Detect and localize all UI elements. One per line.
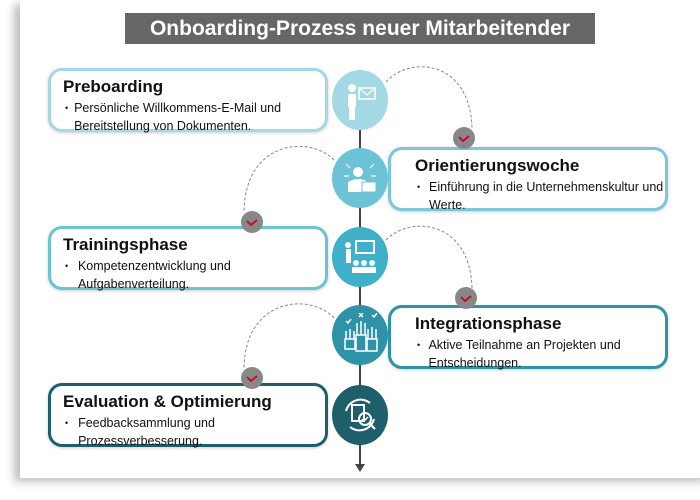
employee-briefcase-icon — [332, 148, 388, 208]
step-bullet: •Einführung in die Unternehmenskultur un… — [417, 180, 664, 212]
step-bullet: •Aktive Teilnahme an Projekten und Entsc… — [417, 336, 665, 372]
step-card: Preboarding •Persönliche Willkommens-E-Ma… — [48, 68, 328, 135]
document-review-cycle-icon — [332, 385, 388, 445]
step-card: Evaluation & Optimierung •Feedbacksammlun… — [48, 383, 328, 450]
page-title: Onboarding-Prozess neuer Mitarbeitender — [125, 13, 595, 44]
checkmark-icon — [453, 127, 475, 149]
step-card: Integrationsphase •Aktive Teilnahme an Pr… — [388, 305, 668, 372]
step-bullet: •Kompetenzentwicklung und Aufgabenvertei… — [65, 257, 325, 293]
person-mail-icon — [332, 70, 388, 130]
checkmark-icon — [455, 287, 477, 309]
step-text: Aktive Teilnahme an Projekten und Entsch… — [428, 338, 621, 370]
step-title: Evaluation & Optimierung — [63, 392, 272, 411]
step-title: Trainingsphase — [63, 235, 188, 254]
step-title: Integrationsphase — [415, 314, 562, 333]
step-title: Orientierungswoche — [415, 156, 580, 175]
step-text: Feedbacksammlung und Prozessverbesserung… — [78, 416, 215, 448]
step-text: Kompetenzentwicklung und Aufgabenverteil… — [77, 259, 231, 291]
step-bullet: •Feedbacksammlung und Prozessverbesserun… — [65, 414, 325, 450]
step-text: Einführung in die Unternehmenskultur und… — [429, 180, 664, 212]
step-card: Orientierungswoche •Einführung in die Unt… — [388, 147, 668, 212]
step-bullet: •Persönliche Willkommens-E-Mail und Bere… — [65, 99, 325, 135]
step-card: Trainingsphase •Kompetenzentwicklung und … — [48, 226, 328, 293]
raised-hands-vote-icon — [332, 305, 388, 365]
checkmark-icon — [241, 211, 263, 233]
training-presentation-icon — [332, 227, 388, 287]
step-title: Preboarding — [63, 77, 164, 96]
arrow-down-icon — [355, 464, 365, 472]
checkmark-icon — [241, 367, 263, 389]
step-text: Persönliche Willkommens-E-Mail und Berei… — [74, 101, 282, 133]
